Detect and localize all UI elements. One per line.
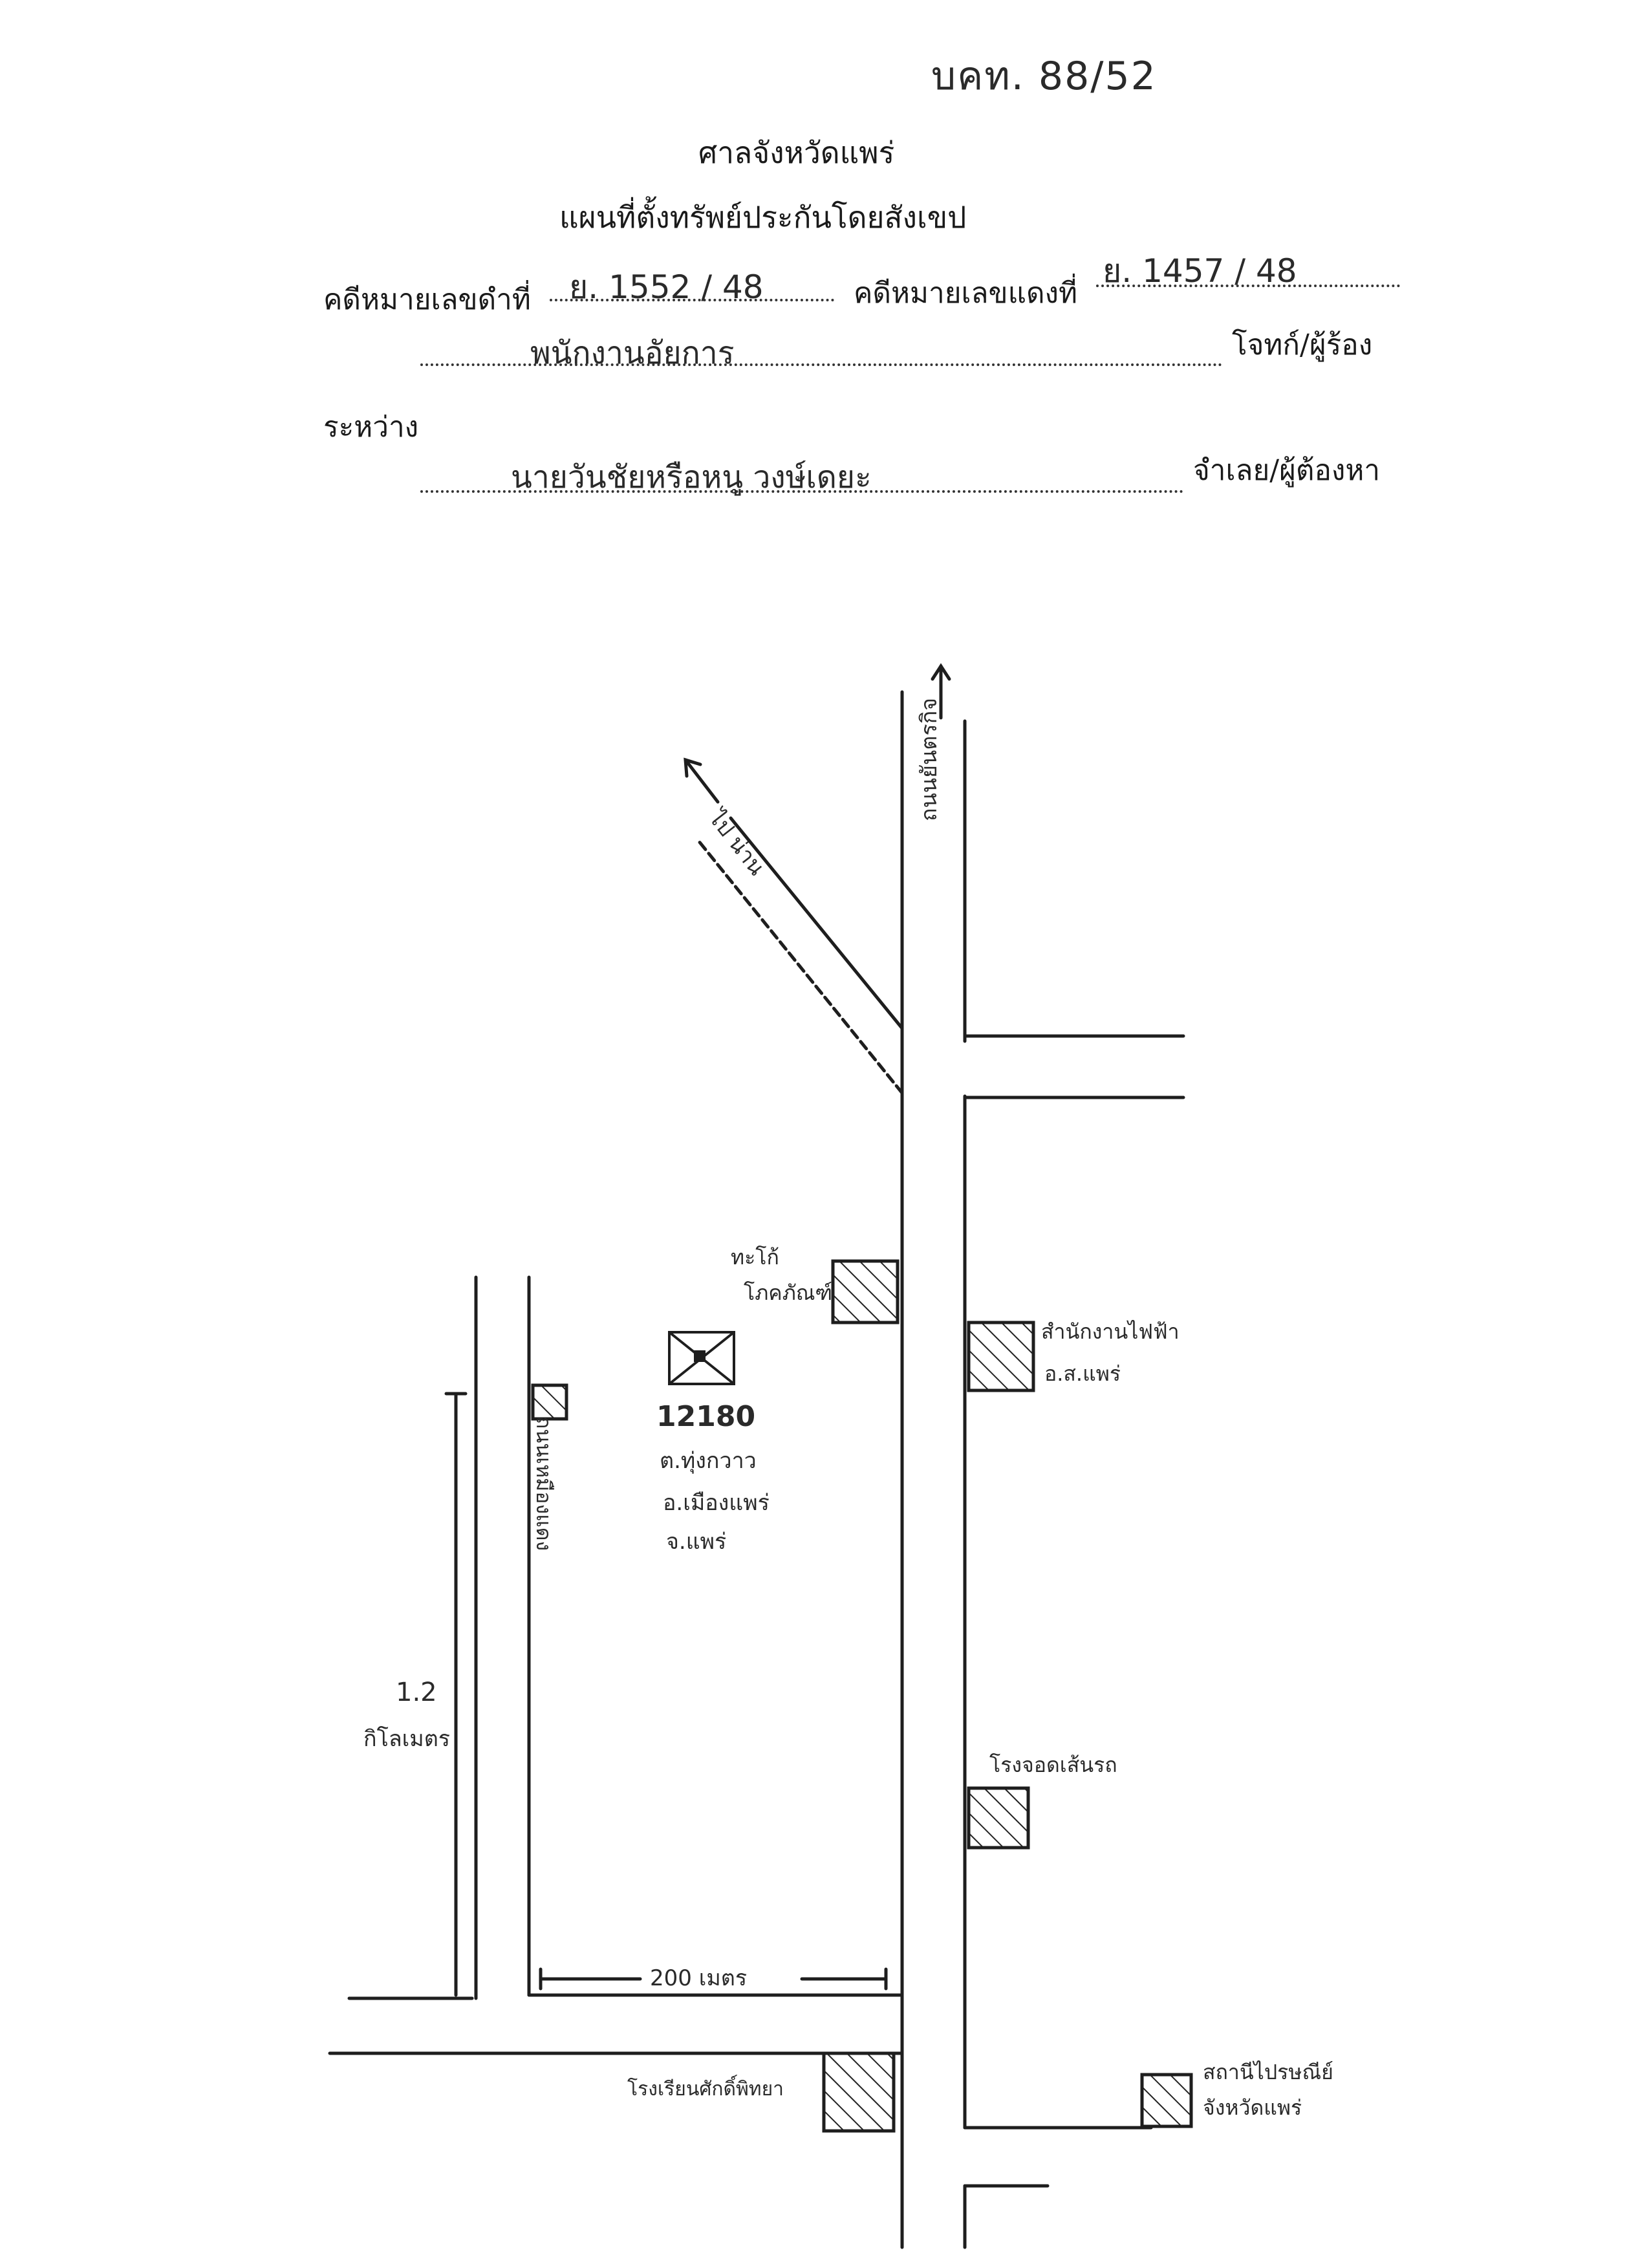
landmark-top-right-line2: อ.ส.แพร่ (1044, 1361, 1121, 1386)
parcel-address-line1: ต.ทุ่งกวาว (660, 1448, 757, 1474)
reference-code: บคท. 88/52 (931, 54, 1157, 99)
landmark-top-left-line2: โภคภัณฑ์ (744, 1280, 832, 1305)
landmark-bottom-right-line2: จังหวัดแพร่ (1203, 2095, 1302, 2120)
defendant-label: จำเลย/ผู้ต้องหา (1193, 454, 1381, 487)
parcel-address-line2: อ.เมืองแพร่ (663, 1490, 770, 1516)
landmark-bottom-left-building (822, 2051, 896, 2133)
black-case-label: คดีหมายเลขดำที่ (323, 283, 531, 316)
between-label: ระหว่าง (323, 411, 419, 444)
road-label-diagonal: ไป น่าน (702, 805, 770, 881)
landmark-top-left-line1: ทะโก้ (731, 1245, 779, 1269)
document-title: แผนที่ตั้งทรัพย์ประกันโดยสังเขป (559, 200, 967, 235)
road-label-north: ถนนยันตรกิจ (916, 698, 942, 821)
plaintiff-label: โจทก์/ผู้ร้อง (1232, 329, 1373, 362)
plaintiff-name: พนักงานอัยการ (530, 335, 735, 371)
plaintiff-dotted-line (420, 363, 1222, 366)
distance-vertical-unit: กิโลเมตร (363, 1726, 450, 1752)
parcel-address-line3: จ.แพร่ (666, 1529, 726, 1555)
landmark-mid-right-building (967, 1786, 1030, 1850)
landmark-bottom-right-line1: สถานีไปรษณีย์ (1203, 2060, 1333, 2084)
landmark-top-right-line1: สำนักงานไฟฟ้า (1041, 1319, 1180, 1344)
parcel-marker (668, 1331, 735, 1385)
diag-road-inner (696, 839, 904, 1095)
red-case-label: คดีหมายเลขแดงที่ (854, 277, 1078, 310)
defendant-dotted-line (420, 490, 1183, 493)
black-case-dotted-line (550, 299, 834, 301)
parcel-number: 12180 (656, 1400, 755, 1433)
distance-horizontal-label: 200 เมตร (650, 1965, 747, 1991)
landmark-top-right-building (967, 1321, 1035, 1392)
landmark-bottom-right-building (1140, 2073, 1193, 2128)
road-label-left: ถนนเหมืองแดง (532, 1416, 556, 1551)
landmark-left-road-building (531, 1383, 568, 1421)
landmark-top-left-building (831, 1259, 900, 1324)
diag-arrow-head (684, 757, 702, 778)
north-arrow-head (931, 663, 951, 681)
red-case-number: ย. 1457 / 48 (1103, 252, 1297, 290)
diag-arrow-shaft (684, 758, 720, 804)
landmark-bottom-left-label: โรงเรียนศักดิ์พิทยา (627, 2075, 784, 2101)
landmark-mid-right-label: โรงจอดเส้นรถ (989, 1753, 1117, 1777)
diag-road-outer (729, 816, 904, 1030)
black-case-number: ย. 1552 / 48 (569, 268, 764, 306)
red-case-dotted-line (1096, 285, 1400, 287)
defendant-name: นายวันชัยหรือหนู วงษ์เดยะ (511, 459, 872, 495)
distance-vertical-value: 1.2 (396, 1678, 437, 1707)
court-name: ศาลจังหวัดแพร่ (698, 135, 895, 170)
